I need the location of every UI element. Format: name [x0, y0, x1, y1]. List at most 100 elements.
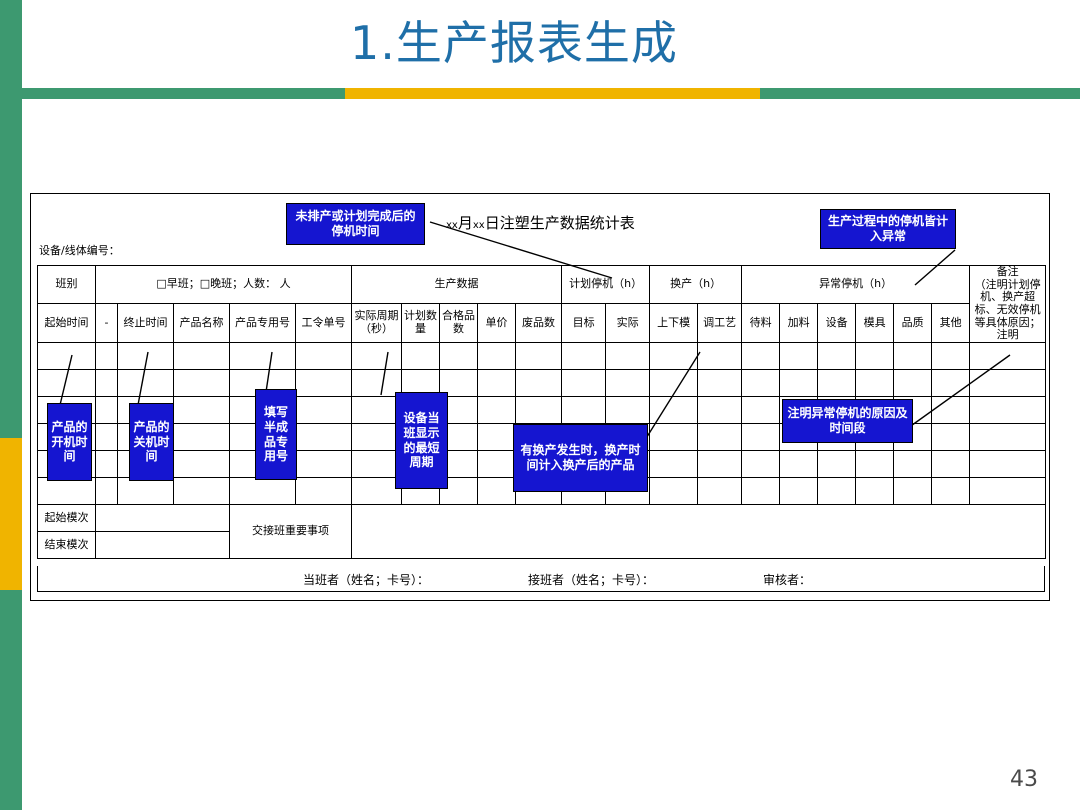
production-report-sheet: xx月xx日注塑生产数据统计表 设备/线体编号： 班别 □早班；□晚班；人数： …	[30, 193, 1050, 601]
table-cell[interactable]	[294, 341, 353, 370]
value-end-shot[interactable]	[95, 530, 230, 559]
table-cell[interactable]	[779, 476, 819, 505]
table-cell[interactable]	[649, 395, 699, 424]
table-cell[interactable]	[931, 368, 971, 397]
table-cell[interactable]	[649, 476, 699, 505]
page-title: 1.生产报表生成	[350, 16, 678, 70]
table-cell[interactable]	[855, 476, 895, 505]
table-cell[interactable]	[741, 422, 781, 451]
table-cell[interactable]	[605, 395, 651, 424]
table-cell[interactable]	[95, 341, 118, 370]
table-cell[interactable]	[697, 395, 743, 424]
table-cell[interactable]	[294, 476, 353, 505]
table-cell[interactable]	[817, 341, 857, 370]
table-cell[interactable]	[95, 422, 118, 451]
table-cell[interactable]	[931, 422, 971, 451]
table-cell[interactable]	[351, 341, 403, 370]
table-cell[interactable]	[561, 368, 607, 397]
table-cell[interactable]	[477, 422, 517, 451]
table-cell[interactable]	[855, 341, 895, 370]
table-cell[interactable]	[969, 395, 1047, 424]
table-cell[interactable]	[515, 341, 563, 370]
table-cell[interactable]	[649, 422, 699, 451]
table-cell[interactable]	[351, 368, 403, 397]
table-cell[interactable]	[401, 341, 441, 370]
table-cell[interactable]	[439, 341, 479, 370]
table-cell[interactable]	[893, 341, 933, 370]
table-cell[interactable]	[95, 476, 118, 505]
table-cell[interactable]	[969, 449, 1047, 478]
table-cell[interactable]	[477, 449, 517, 478]
table-cell[interactable]	[931, 341, 971, 370]
table-cell[interactable]	[229, 341, 296, 370]
table-cell[interactable]	[893, 368, 933, 397]
col-other: 其他	[931, 303, 971, 343]
table-cell[interactable]	[931, 476, 971, 505]
table-cell[interactable]	[817, 449, 857, 478]
table-cell[interactable]	[117, 476, 174, 505]
table-cell[interactable]	[741, 476, 781, 505]
table-cell[interactable]	[649, 341, 699, 370]
table-cell[interactable]	[294, 422, 353, 451]
table-cell[interactable]	[477, 368, 517, 397]
table-cell[interactable]	[37, 476, 96, 505]
table-cell[interactable]	[294, 449, 353, 478]
table-cell[interactable]	[95, 368, 118, 397]
table-cell[interactable]	[117, 368, 174, 397]
table-cell[interactable]	[893, 449, 933, 478]
table-cell[interactable]	[741, 341, 781, 370]
remark-note: （注明计划停机、换产超标、无效停机等具体原因；注明	[974, 277, 1041, 342]
table-cell[interactable]	[697, 341, 743, 370]
table-cell[interactable]	[649, 449, 699, 478]
table-cell[interactable]	[173, 395, 230, 424]
table-cell[interactable]	[95, 395, 118, 424]
table-cell[interactable]	[477, 341, 517, 370]
table-cell[interactable]	[95, 449, 118, 478]
table-cell[interactable]	[931, 449, 971, 478]
table-cell[interactable]	[893, 476, 933, 505]
table-cell[interactable]	[779, 449, 819, 478]
table-cell[interactable]	[931, 395, 971, 424]
table-cell[interactable]	[741, 395, 781, 424]
value-start-shot[interactable]	[95, 503, 230, 532]
table-cell[interactable]	[605, 341, 651, 370]
table-cell[interactable]	[697, 449, 743, 478]
table-cell[interactable]	[351, 395, 403, 424]
table-cell[interactable]	[515, 395, 563, 424]
table-cell[interactable]	[969, 476, 1047, 505]
table-cell[interactable]	[229, 476, 296, 505]
table-cell[interactable]	[855, 449, 895, 478]
table-cell[interactable]	[741, 449, 781, 478]
table-cell[interactable]	[294, 395, 353, 424]
table-cell[interactable]	[351, 449, 403, 478]
table-cell[interactable]	[741, 368, 781, 397]
table-cell[interactable]	[173, 341, 230, 370]
table-cell[interactable]	[817, 476, 857, 505]
table-cell[interactable]	[477, 395, 517, 424]
table-cell[interactable]	[294, 368, 353, 397]
table-cell[interactable]	[37, 341, 96, 370]
table-cell[interactable]	[173, 476, 230, 505]
table-cell[interactable]	[969, 422, 1047, 451]
table-cell[interactable]	[969, 341, 1047, 370]
footer-row-start-shot: 起始模次 交接班重要事项	[37, 503, 1047, 559]
table-cell[interactable]	[779, 341, 819, 370]
table-cell[interactable]	[37, 368, 96, 397]
table-cell[interactable]	[561, 395, 607, 424]
table-cell[interactable]	[697, 422, 743, 451]
table-cell[interactable]	[561, 341, 607, 370]
table-cell[interactable]	[477, 476, 517, 505]
table-cell[interactable]	[173, 422, 230, 451]
table-cell[interactable]	[779, 368, 819, 397]
table-cell[interactable]	[605, 368, 651, 397]
table-cell[interactable]	[649, 368, 699, 397]
table-cell[interactable]	[515, 368, 563, 397]
table-cell[interactable]	[173, 449, 230, 478]
table-cell[interactable]	[173, 368, 230, 397]
table-cell[interactable]	[697, 368, 743, 397]
table-cell[interactable]	[817, 368, 857, 397]
table-cell[interactable]	[117, 341, 174, 370]
table-cell[interactable]	[969, 368, 1047, 397]
table-cell[interactable]	[697, 476, 743, 505]
table-cell[interactable]	[855, 368, 895, 397]
